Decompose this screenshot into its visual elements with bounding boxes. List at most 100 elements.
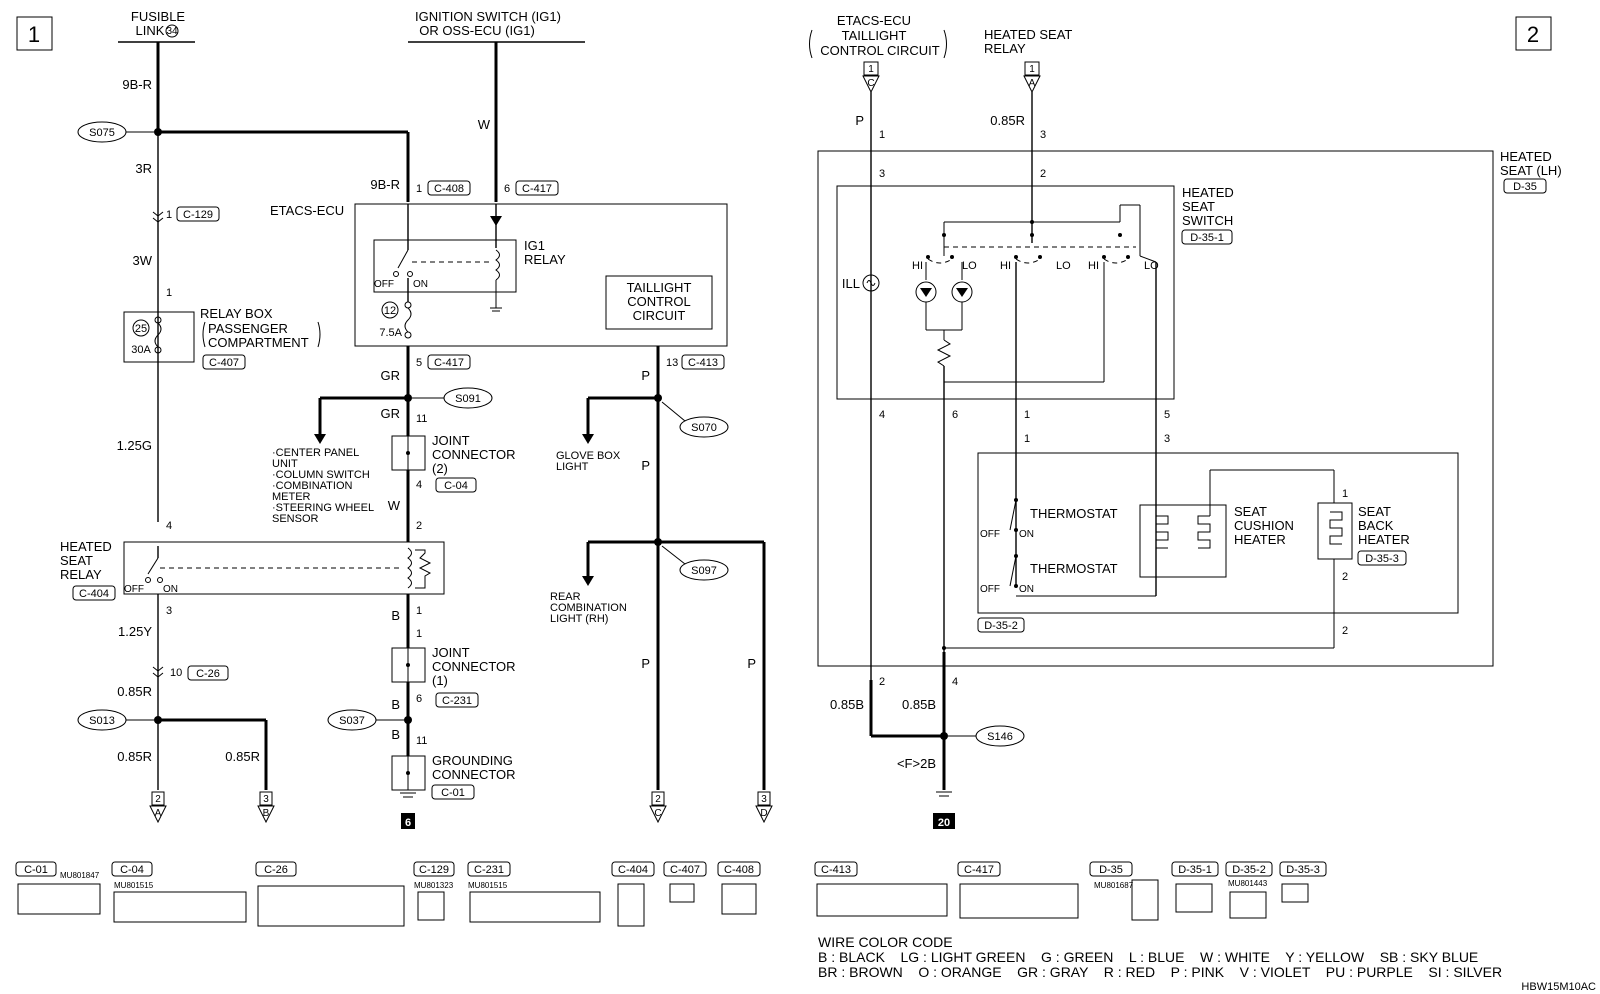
heated-seat-switch-label-3: SWITCH: [1182, 213, 1233, 228]
ref-g3: 3: [761, 794, 767, 805]
legend-line-2: BR : BROWN O : ORANGE GR : GRAY R : RED …: [818, 964, 1502, 980]
table-c404: C-404: [618, 864, 648, 876]
etacs-ecu-label: ETACS-ECU: [270, 203, 344, 218]
connector-d35: D-35: [1513, 181, 1537, 193]
wire-label-3r: 3R: [135, 161, 152, 176]
joint2-label-3: (2): [432, 461, 448, 476]
connector-c26-box: [187, 665, 229, 681]
table-c407: C-407: [670, 864, 700, 876]
table-c26: C-26: [264, 864, 288, 876]
glove-box-label: GLOVE BOX: [556, 450, 621, 462]
heated-seat-lh-label-2: SEAT (LH): [1500, 163, 1562, 178]
relay-box-label-3: COMPARTMENT: [208, 335, 309, 350]
taillight-circuit-box: [605, 275, 713, 330]
heated-seat-relay-label-3: RELAY: [60, 567, 102, 582]
heated-seat-relay-label-2: SEAT: [60, 553, 93, 568]
grounding-label: GROUNDING: [432, 753, 513, 768]
table-c231-part: MU801515: [468, 881, 508, 890]
switch-hi-2: HI: [1000, 260, 1011, 272]
ref-top-a: A: [1029, 78, 1036, 89]
r-pin-1c: 1: [1024, 433, 1030, 445]
ig1-on: ON: [413, 279, 428, 290]
back-label-2: BACK: [1358, 518, 1394, 533]
pin-gc-11: 11: [416, 735, 427, 747]
taillight-label: TAILLIGHT: [627, 280, 692, 295]
r-pin-4b: 4: [952, 676, 958, 688]
ref-20-box: [933, 813, 955, 829]
ref-2: 2: [155, 794, 161, 805]
heated-seat-relay-label: HEATED: [60, 539, 112, 554]
connector-c404: C-404: [79, 588, 109, 600]
wire-label-p-b: P: [641, 458, 650, 473]
connector-d353-box: [1357, 550, 1407, 566]
fusible-link-label-2: LINK: [136, 23, 165, 38]
relay-resistor: [415, 549, 432, 589]
fuse-75a-symbol: [404, 307, 412, 333]
seat-cushion-heater: [1139, 504, 1227, 578]
ref-20: 20: [938, 817, 950, 829]
branch-left-5: METER: [272, 491, 311, 503]
r-pin-6: 6: [952, 409, 958, 421]
switch-hi-3: HI: [1088, 260, 1099, 272]
cushion-label-3: HEATER: [1234, 532, 1286, 547]
r-pin-3c: 3: [1164, 433, 1170, 445]
connector-c408: C-408: [434, 183, 464, 195]
r-pin-1d: 1: [1342, 488, 1348, 500]
ref-c: C: [654, 808, 661, 819]
heated-seat-relay-box: [123, 541, 445, 595]
branch-left-2: UNIT: [272, 458, 298, 470]
connector-c413-box: [681, 354, 725, 370]
table-c01: C-01: [24, 864, 48, 876]
joint1-label: JOINT: [432, 645, 470, 660]
joint1-label-3: (1): [432, 673, 448, 688]
splice-dot-s037: [404, 716, 412, 724]
ref-top-1a: 1: [868, 64, 874, 75]
connector-c231: C-231: [442, 695, 472, 707]
branch-left-7: SENSOR: [272, 513, 319, 525]
connector-d35-box: [1503, 178, 1547, 194]
wire-label-125y: 1.25Y: [118, 624, 152, 639]
etacs-ecu-box: [354, 203, 728, 347]
wire-label-gr-a: GR: [381, 368, 401, 383]
ref-top-1b: 1: [1029, 64, 1035, 75]
thermostat-2: THERMOSTAT: [1030, 561, 1118, 576]
table-d352: D-35-2: [1232, 864, 1266, 876]
relay-coil: [407, 547, 412, 589]
r-pin-3: 3: [1040, 129, 1046, 141]
fuse-12-number: 12: [384, 305, 396, 317]
table-d352-part: MU801443: [1228, 879, 1268, 888]
connector-c407: C-407: [209, 357, 239, 369]
pin-relaybox-1: 1: [166, 287, 172, 299]
connector-c408-box: [427, 180, 471, 196]
cushion-label: SEAT: [1234, 504, 1267, 519]
splice-s097: [679, 559, 729, 581]
table-c04-part: MU801515: [114, 881, 154, 890]
table-c01-part: MU801847: [60, 871, 100, 880]
ref-6: 6: [405, 817, 411, 829]
pin-jc2-11: 11: [416, 413, 427, 425]
splice-dot-s146: [940, 732, 948, 740]
ref-g2: 2: [655, 794, 661, 805]
wire-label-085r-c: 0.85R: [225, 749, 260, 764]
branch-left-6: ·STEERING WHEEL: [272, 502, 374, 514]
wire-label-9br: 9B-R: [122, 77, 152, 92]
connector-c01: C-01: [441, 787, 465, 799]
legend-title: WIRE COLOR CODE: [818, 934, 953, 950]
connector-c04-box: [435, 477, 477, 493]
ig1-relay-label-2: RELAY: [524, 252, 566, 267]
connector-c417a: C-417: [522, 183, 552, 195]
etacs-top-label-3: CONTROL CIRCUIT: [820, 43, 939, 58]
thermo2-on: ON: [1019, 584, 1034, 595]
doc-code: HBW15M10AC: [1521, 981, 1596, 993]
connector-table: C-01 MU801847 C-04 MU801515 C-26 C-129 M…: [15, 861, 1327, 927]
relay-switch-contact: [147, 557, 159, 575]
splice-s070: [679, 416, 729, 438]
pin-c26: 10: [170, 667, 182, 679]
wire-label-p-c: P: [641, 656, 650, 671]
fuse-30a: 30A: [131, 344, 151, 356]
wire-label-9br-b: 9B-R: [370, 177, 400, 192]
joint2-label: JOINT: [432, 433, 470, 448]
switch-resistor: [936, 339, 952, 367]
fuse-25-circle: [132, 319, 150, 337]
relay-box: [123, 311, 195, 363]
